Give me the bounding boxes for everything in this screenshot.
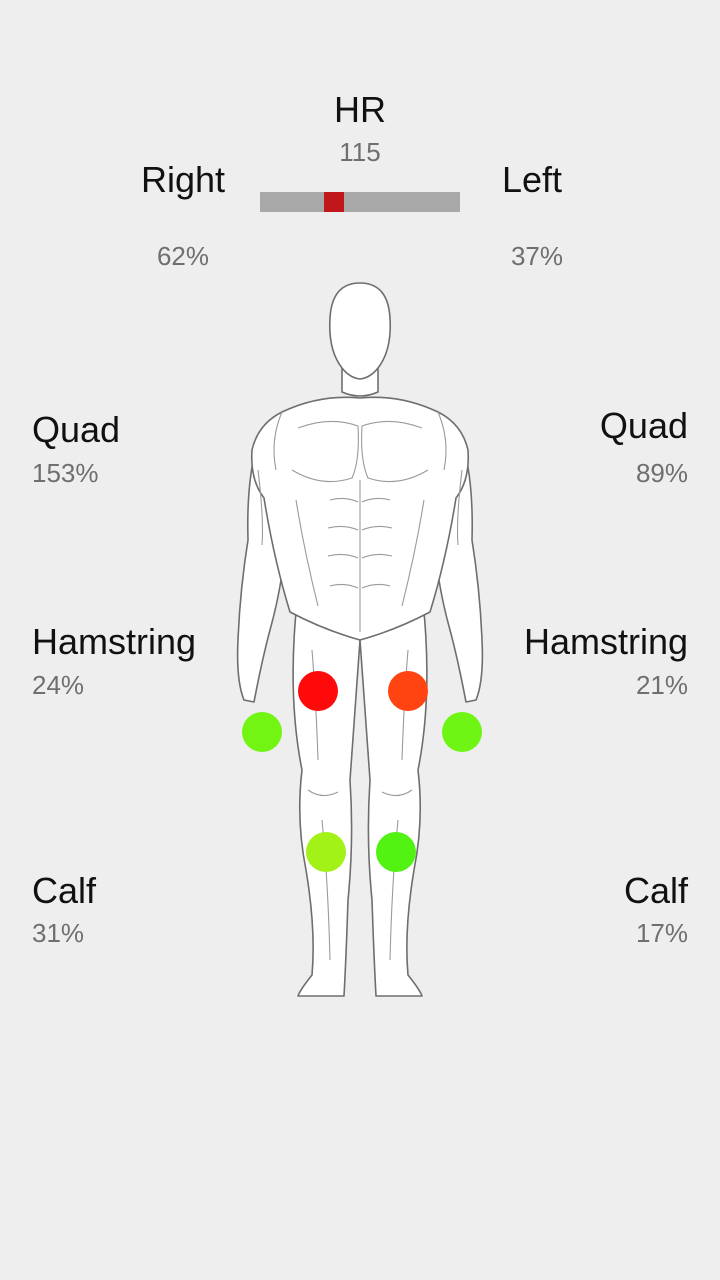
left-quad-value: 89% — [635, 458, 688, 488]
left-hamstring-sensor-dot — [442, 712, 482, 752]
left-quad-label: Quad — [599, 405, 688, 446]
hr-value: 115 — [339, 137, 381, 167]
left-calf-sensor-dot — [376, 832, 416, 872]
left-hamstring-value: 21% — [635, 670, 688, 700]
right-hamstring-label: Hamstring — [32, 621, 197, 662]
balance-bar — [260, 192, 460, 212]
balance-left-label: Left — [502, 159, 563, 200]
right-calf-label: Calf — [32, 870, 97, 911]
balance-right-label: Right — [140, 159, 225, 200]
right-hamstring-sensor-dot — [242, 712, 282, 752]
right-quad-label: Quad — [32, 409, 121, 450]
left-calf-label: Calf — [623, 870, 688, 911]
right-calf-value: 31% — [32, 918, 85, 948]
balance-marker — [324, 192, 344, 212]
left-calf-value: 17% — [635, 918, 688, 948]
left-quad-sensor-dot — [388, 671, 428, 711]
right-quad-sensor-dot — [298, 671, 338, 711]
right-hamstring-value: 24% — [32, 670, 85, 700]
right-calf-sensor-dot — [306, 832, 346, 872]
left-hamstring-label: Hamstring — [523, 621, 688, 662]
right-quad-value: 153% — [32, 458, 99, 488]
balance-left-value: 37% — [510, 241, 564, 271]
balance-right-value: 62% — [156, 241, 210, 271]
hr-label: HR — [334, 89, 386, 130]
